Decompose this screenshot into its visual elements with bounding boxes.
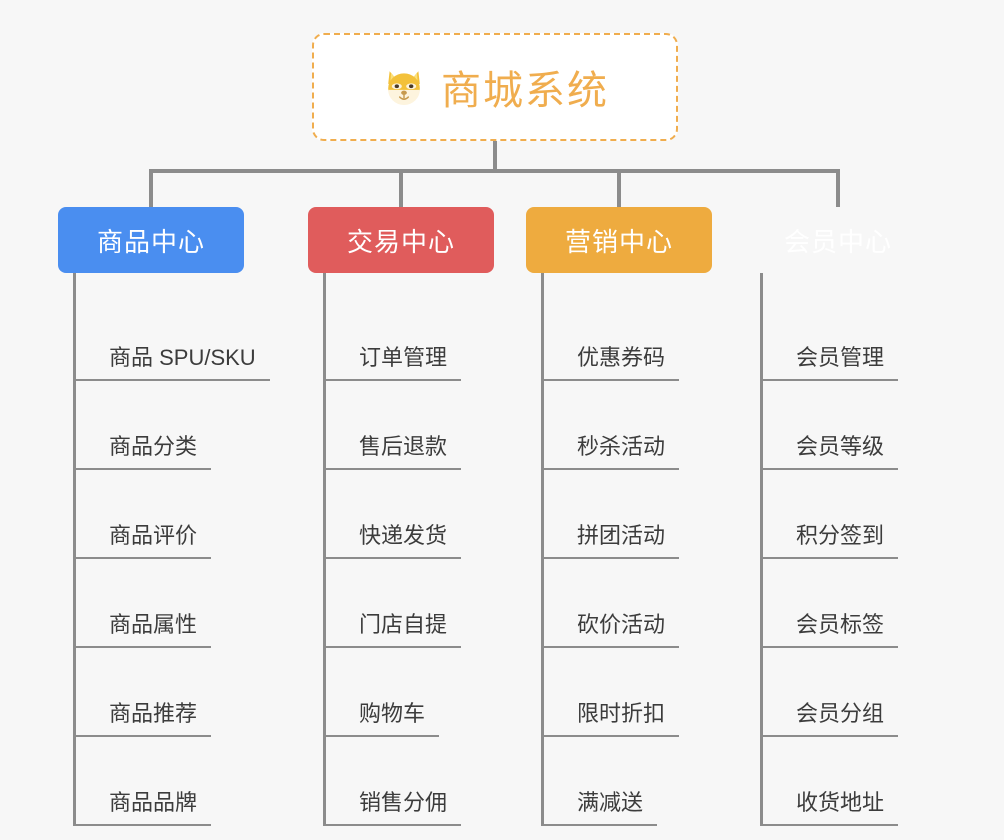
leaf-label: 商品评价	[107, 518, 212, 559]
leaf-list-member-center: 会员管理 会员等级 积分签到 会员标签 会员分组 收货地址	[760, 273, 931, 826]
root-title: 商城系统	[441, 69, 609, 113]
leaf-list-marketing-center: 优惠券码 秒杀活动 拼团活动 砍价活动 限时折扣 满减送	[541, 273, 712, 826]
leaf-label: 销售分佣	[357, 785, 462, 826]
connector-drop-marketing-center	[617, 169, 621, 207]
branch-member-center: 会员中心 会员管理 会员等级 积分签到 会员标签 会员分组 收货地址	[745, 207, 931, 826]
leaf-label: 门店自提	[357, 607, 462, 648]
leaf-label: 商品分类	[107, 429, 212, 470]
list-item[interactable]: 订单管理	[326, 292, 494, 381]
connector-drop-trade-center	[399, 169, 403, 207]
leaf-label: 拼团活动	[575, 518, 680, 559]
list-item[interactable]: 商品 SPU/SKU	[76, 292, 270, 381]
list-item[interactable]: 商品推荐	[76, 648, 244, 737]
branch-marketing-center: 营销中心 优惠券码 秒杀活动 拼团活动 砍价活动 限时折扣 满减送	[526, 207, 712, 826]
leaf-label: 优惠券码	[575, 340, 680, 381]
list-item[interactable]: 积分签到	[763, 470, 931, 559]
leaf-label: 会员分组	[794, 696, 899, 737]
leaf-label: 限时折扣	[575, 696, 680, 737]
list-item[interactable]: 限时折扣	[544, 648, 712, 737]
list-item[interactable]: 秒杀活动	[544, 381, 712, 470]
leaf-label: 快递发货	[357, 518, 462, 559]
leaf-label: 砍价活动	[575, 607, 680, 648]
category-title: 商品中心	[96, 226, 205, 257]
connector-horizontal-bus	[149, 169, 840, 173]
leaf-label: 商品属性	[107, 607, 212, 648]
list-item[interactable]: 商品分类	[76, 381, 244, 470]
leaf-label: 秒杀活动	[575, 429, 680, 470]
connector-drop-product-center	[149, 169, 153, 207]
list-item[interactable]: 门店自提	[326, 559, 494, 648]
leaf-list-trade-center: 订单管理 售后退款 快递发货 门店自提 购物车 销售分佣	[323, 273, 494, 826]
category-header-trade-center[interactable]: 交易中心	[308, 207, 494, 273]
leaf-label: 商品 SPU/SKU	[107, 340, 270, 381]
list-item[interactable]: 砍价活动	[544, 559, 712, 648]
leaf-list-product-center: 商品 SPU/SKU 商品分类 商品评价 商品属性 商品推荐 商品品牌	[73, 273, 270, 826]
leaf-label: 商品推荐	[107, 696, 212, 737]
category-title: 营销中心	[564, 226, 673, 257]
list-item[interactable]: 会员标签	[763, 559, 931, 648]
list-item[interactable]: 收货地址	[763, 737, 931, 826]
list-item[interactable]: 优惠券码	[544, 292, 712, 381]
list-item[interactable]: 购物车	[326, 648, 494, 737]
list-item[interactable]: 会员分组	[763, 648, 931, 737]
leaf-label: 积分签到	[794, 518, 899, 559]
list-item[interactable]: 会员等级	[763, 381, 931, 470]
leaf-label: 满减送	[575, 785, 658, 826]
shiba-dog-face-icon	[381, 64, 427, 110]
leaf-label: 售后退款	[357, 429, 462, 470]
list-item[interactable]: 拼团活动	[544, 470, 712, 559]
category-title: 交易中心	[346, 226, 455, 257]
connector-root-drop	[493, 141, 497, 171]
branch-product-center: 商品中心 商品 SPU/SKU 商品分类 商品评价 商品属性 商品推荐 商品品牌	[58, 207, 270, 826]
list-item[interactable]: 商品评价	[76, 470, 244, 559]
list-item[interactable]: 销售分佣	[326, 737, 494, 826]
list-item[interactable]: 商品属性	[76, 559, 244, 648]
category-header-product-center[interactable]: 商品中心	[58, 207, 244, 273]
root-node[interactable]: 商城系统	[312, 33, 678, 141]
leaf-label: 订单管理	[357, 340, 462, 381]
list-item[interactable]: 售后退款	[326, 381, 494, 470]
list-item[interactable]: 商品品牌	[76, 737, 244, 826]
leaf-label: 会员管理	[794, 340, 899, 381]
leaf-label: 商品品牌	[107, 785, 212, 826]
list-item[interactable]: 快递发货	[326, 470, 494, 559]
category-header-marketing-center[interactable]: 营销中心	[526, 207, 712, 273]
leaf-label: 会员等级	[794, 429, 899, 470]
connector-drop-member-center	[836, 169, 840, 207]
leaf-label: 会员标签	[794, 607, 899, 648]
list-item[interactable]: 满减送	[544, 737, 712, 826]
branch-trade-center: 交易中心 订单管理 售后退款 快递发货 门店自提 购物车 销售分佣	[308, 207, 494, 826]
category-title: 会员中心	[783, 226, 892, 257]
category-header-member-center[interactable]: 会员中心	[745, 207, 931, 273]
leaf-label: 购物车	[357, 696, 440, 737]
leaf-label: 收货地址	[794, 785, 899, 826]
list-item[interactable]: 会员管理	[763, 292, 931, 381]
